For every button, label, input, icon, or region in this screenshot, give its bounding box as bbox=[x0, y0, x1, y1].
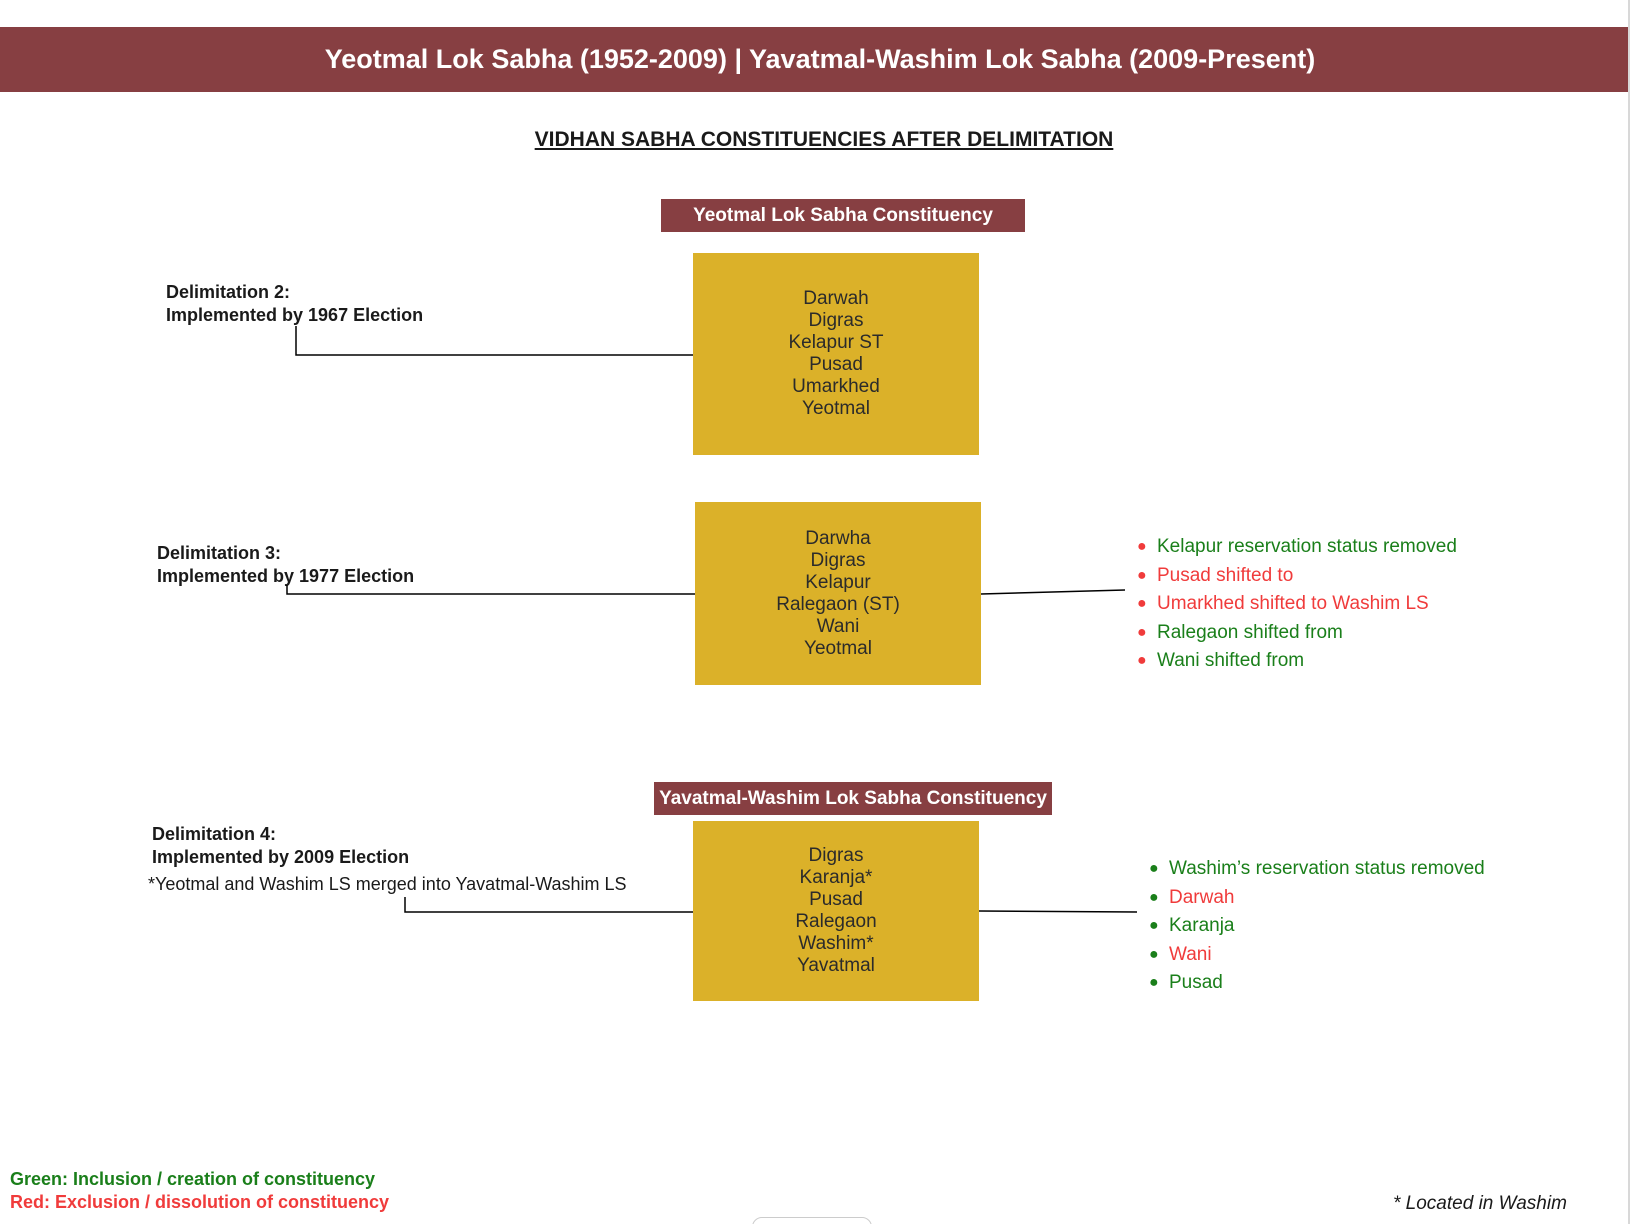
constituency-item: Darwha bbox=[805, 527, 871, 549]
connector-box-to-d4-changes bbox=[978, 910, 1138, 913]
page-banner: Yeotmal Lok Sabha (1952-2009) | Yavatmal… bbox=[0, 27, 1630, 92]
change-item: ● Darwah bbox=[1149, 884, 1485, 913]
change-item: ● Umarkhed shifted to Washim LS bbox=[1137, 590, 1457, 619]
legend: Green: Inclusion / creation of constitue… bbox=[10, 1168, 389, 1214]
connector-d2-to-box bbox=[295, 326, 693, 356]
constituency-item: Pusad bbox=[809, 354, 863, 375]
yavatmal-washim-ls-label: Yavatmal-Washim Lok Sabha Constituency bbox=[654, 782, 1052, 815]
constituency-item: Kelapur ST bbox=[788, 332, 884, 353]
bullet-icon: ● bbox=[1137, 652, 1147, 669]
delimitation-2-implemented: Implemented by 1967 Election bbox=[166, 305, 424, 325]
change-text: Umarkhed shifted to Washim LS bbox=[1157, 593, 1429, 614]
change-item: ● Pusad shifted to bbox=[1137, 562, 1457, 591]
page-edge-border bbox=[1628, 0, 1630, 1224]
bullet-icon: ● bbox=[1149, 974, 1159, 991]
bullet-icon: ● bbox=[1137, 595, 1147, 612]
delimitation-3-title: Delimitation 3: bbox=[157, 543, 282, 563]
delimitation-3-box: Darwha Digras Kelapur Ralegaon (ST) Wani… bbox=[695, 502, 981, 685]
constituency-item: Digras bbox=[808, 845, 864, 866]
change-text: Pusad shifted to bbox=[1157, 564, 1294, 586]
bullet-icon: ● bbox=[1149, 860, 1159, 877]
delimitation-4-title: Delimitation 4: bbox=[152, 824, 277, 844]
delimitation-3-changes: ● Kelapur reservation status removed ● Pus… bbox=[1137, 533, 1457, 676]
change-item: ● Wani shifted from bbox=[1137, 647, 1457, 676]
constituency-item: Ralegaon (ST) bbox=[776, 593, 900, 615]
constituency-item: Umarkhed bbox=[792, 376, 880, 397]
delimitation-3-label: Delimitation 3: Implemented by 1977 Elec… bbox=[157, 542, 414, 588]
delimitation-4-implemented: Implemented by 2009 Election bbox=[152, 847, 410, 867]
merge-note: *Yeotmal and Washim LS merged into Yavat… bbox=[148, 874, 627, 894]
change-text: Darwah bbox=[1169, 886, 1235, 908]
constituency-item: Darwah bbox=[803, 288, 869, 309]
connector-d4-to-box bbox=[404, 897, 693, 913]
change-item: ● Wani bbox=[1149, 941, 1485, 970]
banner-title: Yeotmal Lok Sabha (1952-2009) | Yavatmal… bbox=[324, 44, 1316, 74]
yeotmal-ls-label: Yeotmal Lok Sabha Constituency bbox=[661, 199, 1025, 232]
scroll-pill[interactable] bbox=[752, 1217, 872, 1224]
delimitation-4-label: Delimitation 4: Implemented by 2009 Elec… bbox=[152, 823, 409, 869]
constituency-item: Yeotmal bbox=[802, 398, 870, 419]
constituency-item: Ralegaon bbox=[795, 911, 877, 932]
change-item: ● Ralegaon shifted from bbox=[1137, 619, 1457, 648]
legend-green: Green: Inclusion / creation of constitue… bbox=[10, 1169, 376, 1189]
constituency-item: Wani bbox=[816, 615, 860, 637]
legend-red: Red: Exclusion / dissolution of constitu… bbox=[10, 1192, 390, 1212]
constituency-item: Kelapur bbox=[805, 571, 871, 593]
change-text: Kelapur reservation status removed bbox=[1157, 536, 1457, 557]
change-text: Wani bbox=[1169, 943, 1212, 965]
change-item: ● Pusad bbox=[1149, 969, 1485, 998]
change-text: Washim’s reservation status removed bbox=[1169, 858, 1485, 879]
bullet-icon: ● bbox=[1149, 945, 1159, 963]
bullet-icon: ● bbox=[1149, 888, 1159, 906]
change-text: Pusad bbox=[1169, 972, 1223, 993]
delimitation-4-changes: ● Washim’s reservation status removed ● Da… bbox=[1149, 855, 1485, 998]
bullet-icon: ● bbox=[1137, 566, 1147, 584]
page-title: VIDHAN SABHA CONSTITUENCIES AFTER DELIMI… bbox=[534, 128, 1114, 151]
constituency-item: Washim* bbox=[798, 933, 874, 954]
delimitation-2-title: Delimitation 2: bbox=[166, 282, 291, 302]
delimitation-2-box: Darwah Digras Kelapur ST Pusad Umarkhed … bbox=[693, 253, 979, 455]
change-text: Karanja bbox=[1169, 915, 1235, 936]
bullet-icon: ● bbox=[1137, 538, 1147, 555]
bullet-icon: ● bbox=[1149, 917, 1159, 934]
change-text: Ralegaon shifted from bbox=[1157, 621, 1343, 643]
change-item: ● Washim’s reservation status removed bbox=[1149, 855, 1485, 884]
delimitation-4-box: Digras Karanja* Pusad Ralegaon Washim* Y… bbox=[693, 821, 979, 1001]
change-item: ● Kelapur reservation status removed bbox=[1137, 533, 1457, 562]
change-text: Wani shifted from bbox=[1157, 650, 1305, 671]
change-item: ● Karanja bbox=[1149, 912, 1485, 941]
constituency-item: Pusad bbox=[809, 889, 863, 910]
delimitation-3-implemented: Implemented by 1977 Election bbox=[157, 566, 415, 586]
constituency-item: Digras bbox=[810, 549, 866, 571]
footnote: * Located in Washim bbox=[1393, 1193, 1567, 1214]
connector-box-to-d3-changes bbox=[980, 589, 1126, 595]
connector-d3-to-box bbox=[286, 585, 695, 595]
constituency-item: Digras bbox=[808, 310, 864, 331]
constituency-item: Karanja* bbox=[799, 867, 873, 888]
delimitation-2-label: Delimitation 2: Implemented by 1967 Elec… bbox=[166, 281, 423, 327]
bullet-icon: ● bbox=[1137, 623, 1147, 641]
constituency-item: Yavatmal bbox=[797, 955, 875, 976]
constituency-item: Yeotmal bbox=[804, 637, 872, 659]
